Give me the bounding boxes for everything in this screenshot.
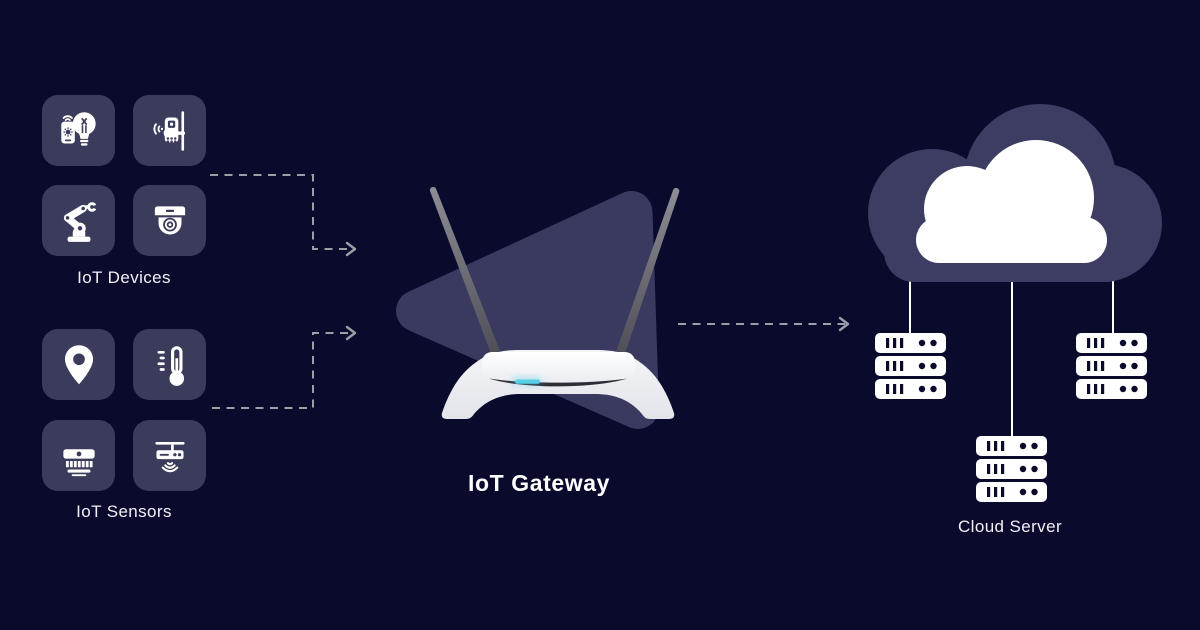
router-top-panel — [482, 352, 635, 380]
location-sensor-icon — [64, 344, 93, 384]
cctv-camera-icon — [154, 205, 185, 235]
gateway-arrowhead-icon — [838, 316, 850, 332]
server-stack-left — [875, 333, 946, 399]
smart-door-lock-icon — [153, 110, 185, 151]
motion-sensor-icon — [154, 441, 185, 472]
tile-smoke-detector — [42, 420, 115, 491]
router-right-antenna — [616, 187, 680, 355]
tile-location-sensor — [42, 329, 115, 400]
tile-temperature-sensor — [133, 329, 206, 400]
router-led-light — [515, 379, 540, 384]
sensors-arrowhead-icon — [345, 325, 357, 341]
sensors-group-label: IoT Sensors — [76, 502, 172, 521]
cloud-connector-lines — [909, 272, 1114, 437]
tile-smart-lighting — [42, 95, 115, 166]
smart-lighting-icon — [60, 111, 96, 146]
cloud-server-label: Cloud Server — [957, 517, 1063, 536]
smoke-detector-icon — [62, 448, 95, 476]
server-stack-middle — [976, 436, 1047, 502]
tile-motion-sensor — [133, 420, 206, 491]
server-stack-right — [1076, 333, 1147, 399]
router-left-antenna — [429, 186, 500, 355]
devices-to-gateway-arrow — [210, 174, 352, 250]
gateway-label: IoT Gateway — [467, 470, 611, 496]
router-front-slit — [489, 378, 627, 387]
devices-group-label: IoT Devices — [77, 268, 171, 287]
tile-cctv-camera — [133, 185, 206, 256]
cloud-icon — [916, 140, 1107, 263]
temperature-sensor-icon — [157, 345, 184, 386]
tile-robotic-arm — [42, 185, 115, 256]
devices-arrowhead-icon — [345, 241, 357, 257]
sensors-to-gateway-arrow — [212, 332, 352, 409]
robotic-arm-icon — [63, 201, 98, 242]
tile-smart-door-lock — [133, 95, 206, 166]
